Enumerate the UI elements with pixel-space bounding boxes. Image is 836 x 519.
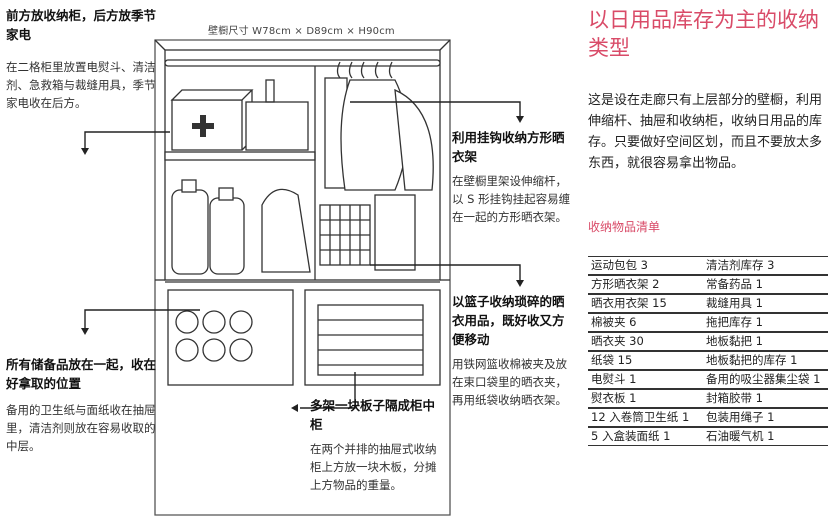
note-body: 备用的卫生纸与面纸收在抽屉里，清洁剂则放在容易收取的中层。 bbox=[6, 403, 156, 453]
drawer-left bbox=[167, 289, 294, 386]
note-board: 多架一块板子隔成柜中柜 在两个并排的抽屉式收纳柜上方放一块木板，分摊上方物品的重… bbox=[310, 396, 440, 494]
item-cell: 裁缝用具 1 bbox=[695, 294, 828, 313]
item-cell: 清洁剂库存 3 bbox=[695, 256, 828, 275]
item-cell: 熨衣板 1 bbox=[588, 389, 696, 408]
note-body: 在两个并排的抽屉式收纳柜上方放一块木板，分摊上方物品的重量。 bbox=[310, 442, 437, 492]
dimensions-label: 壁橱尺寸 W78cm × D89cm × H90cm bbox=[208, 26, 395, 37]
item-cell: 备用的吸尘器集尘袋 1 bbox=[695, 370, 828, 389]
note-heading: 多架一块板子隔成柜中柜 bbox=[310, 398, 436, 432]
item-cell: 电熨斗 1 bbox=[588, 370, 696, 389]
toilet-paper-rolls bbox=[175, 310, 253, 362]
note-body: 在壁橱里架设伸缩杆，以 S 形挂钩挂起容易缠在一起的方形晒衣架。 bbox=[452, 174, 571, 224]
item-cell: 拖把库存 1 bbox=[695, 313, 828, 332]
intro-paragraph: 这是设在走廊只有上层部分的壁橱，利用伸缩杆、抽屉和收纳柜，收纳日用品的库存。只要… bbox=[588, 93, 823, 171]
note-heading: 所有储备品放在一起，收在好拿取的位置 bbox=[6, 357, 157, 391]
cabinet-frame bbox=[164, 49, 441, 281]
note-body: 用铁网篮收棉被夹及放在束口袋里的晒衣夹，再用纸袋收纳晒衣架。 bbox=[452, 357, 567, 407]
item-cell: 地板黏把的库存 1 bbox=[695, 351, 828, 370]
wire-basket bbox=[319, 204, 371, 266]
middle-shelf bbox=[164, 151, 316, 161]
telescopic-rod bbox=[164, 59, 441, 67]
note-basket: 以篮子收纳琐碎的晒衣用品，既好收又方便移动 用铁网篮收棉被夹及放在束口袋里的晒衣… bbox=[452, 292, 574, 409]
note-hooks: 利用挂钩收纳方形晒衣架 在壁橱里架设伸缩杆，以 S 形挂钩挂起容易缠在一起的方形… bbox=[452, 128, 574, 226]
item-cell: 纸袋 15 bbox=[588, 351, 696, 370]
item-cell: 棉被夹 6 bbox=[588, 313, 696, 332]
item-cell: 常备药品 1 bbox=[695, 275, 828, 294]
tissue-box-basket bbox=[317, 304, 424, 376]
note-heading: 利用挂钩收纳方形晒衣架 bbox=[452, 130, 565, 164]
list-title: 收纳物品清单 bbox=[588, 220, 661, 234]
item-cell: 方形晒衣架 2 bbox=[588, 275, 696, 294]
note-body: 在二格柜里放置电熨斗、清洁剂、急救箱与裁缝用具，季节家电收在后方。 bbox=[6, 60, 156, 110]
item-cell: 12 入卷筒卫生纸 1 bbox=[588, 408, 696, 427]
note-heading: 以篮子收纳琐碎的晒衣用品，既好收又方便移动 bbox=[452, 294, 565, 347]
sewing-box bbox=[245, 79, 309, 151]
note-storage-box: 前方放收纳柜，后方放季节家电 在二格柜里放置电熨斗、清洁剂、急救箱与裁缝用具，季… bbox=[6, 6, 156, 112]
drawer-right bbox=[304, 289, 441, 386]
paper-bag bbox=[374, 194, 416, 271]
item-cell: 5 入盒装面纸 1 bbox=[588, 427, 696, 446]
item-cell: 晒衣夹 30 bbox=[588, 332, 696, 351]
item-cell: 石油暖气机 1 bbox=[695, 427, 828, 446]
item-cell: 封箱胶带 1 bbox=[695, 389, 828, 408]
item-cell: 地板黏把 1 bbox=[695, 332, 828, 351]
note-heading: 前方放收纳柜，后方放季节家电 bbox=[6, 8, 157, 42]
item-cell: 包装用绳子 1 bbox=[695, 408, 828, 427]
page-title: 以日用品库存为主的收纳类型 bbox=[588, 8, 819, 60]
hanging-items bbox=[324, 61, 434, 191]
detergent-bottles bbox=[171, 179, 245, 275]
first-aid-box bbox=[170, 89, 254, 151]
item-cell: 运动包包 3 bbox=[588, 256, 696, 275]
iron bbox=[261, 188, 311, 273]
callout-lines bbox=[84, 101, 521, 409]
item-cell: 晒衣用衣架 15 bbox=[588, 294, 696, 313]
note-supplies: 所有储备品放在一起，收在好拿取的位置 备用的卫生纸与面纸收在抽屉里，清洁剂则放在… bbox=[6, 355, 156, 455]
